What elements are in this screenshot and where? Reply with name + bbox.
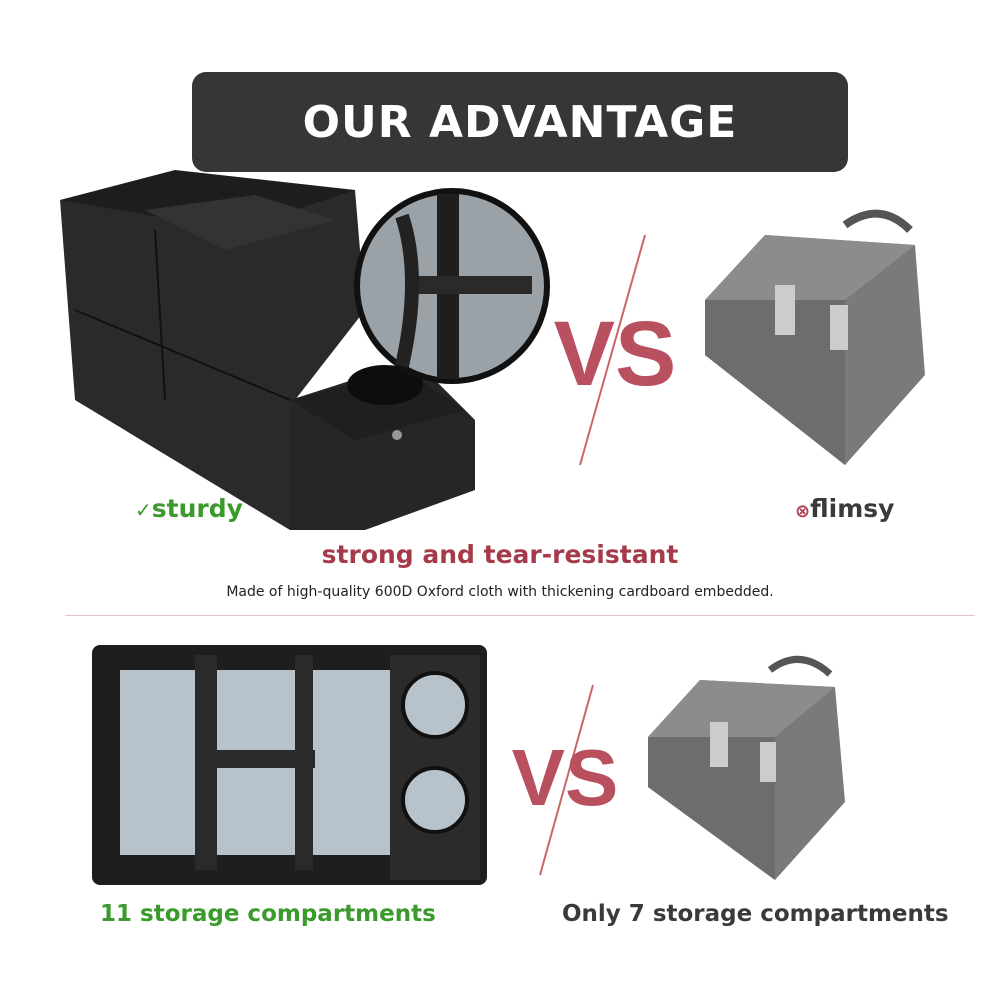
vs-graphic-2: VS [512, 684, 619, 876]
black-organizer-topview-image [92, 645, 487, 885]
check-circle-icon: ✓ [135, 498, 152, 522]
page-title: OUR ADVANTAGE [302, 96, 738, 148]
vs-label: VS [554, 303, 677, 405]
section-divider [65, 615, 975, 616]
feature-heading: strong and tear-resistant [321, 540, 679, 569]
flimsy-label: ⊗flimsy [795, 494, 895, 523]
black-organizer-image [60, 170, 475, 530]
x-circle-icon: ⊗ [795, 501, 811, 522]
competitor-organizer-image-2 [648, 655, 845, 880]
right-compartments-label: Only 7 storage compartments [562, 901, 949, 927]
title-banner: OUR ADVANTAGE [192, 72, 848, 172]
feature-description: Made of high-quality 600D Oxford cloth w… [226, 584, 774, 600]
competitor-organizer-image [705, 209, 925, 465]
sturdy-label: ✓sturdy [135, 494, 243, 523]
vs-label: VS [512, 733, 619, 822]
left-compartments-label: 11 storage compartments [100, 901, 436, 927]
material-closeup-inset [354, 188, 550, 384]
vs-graphic: VS [554, 234, 677, 466]
